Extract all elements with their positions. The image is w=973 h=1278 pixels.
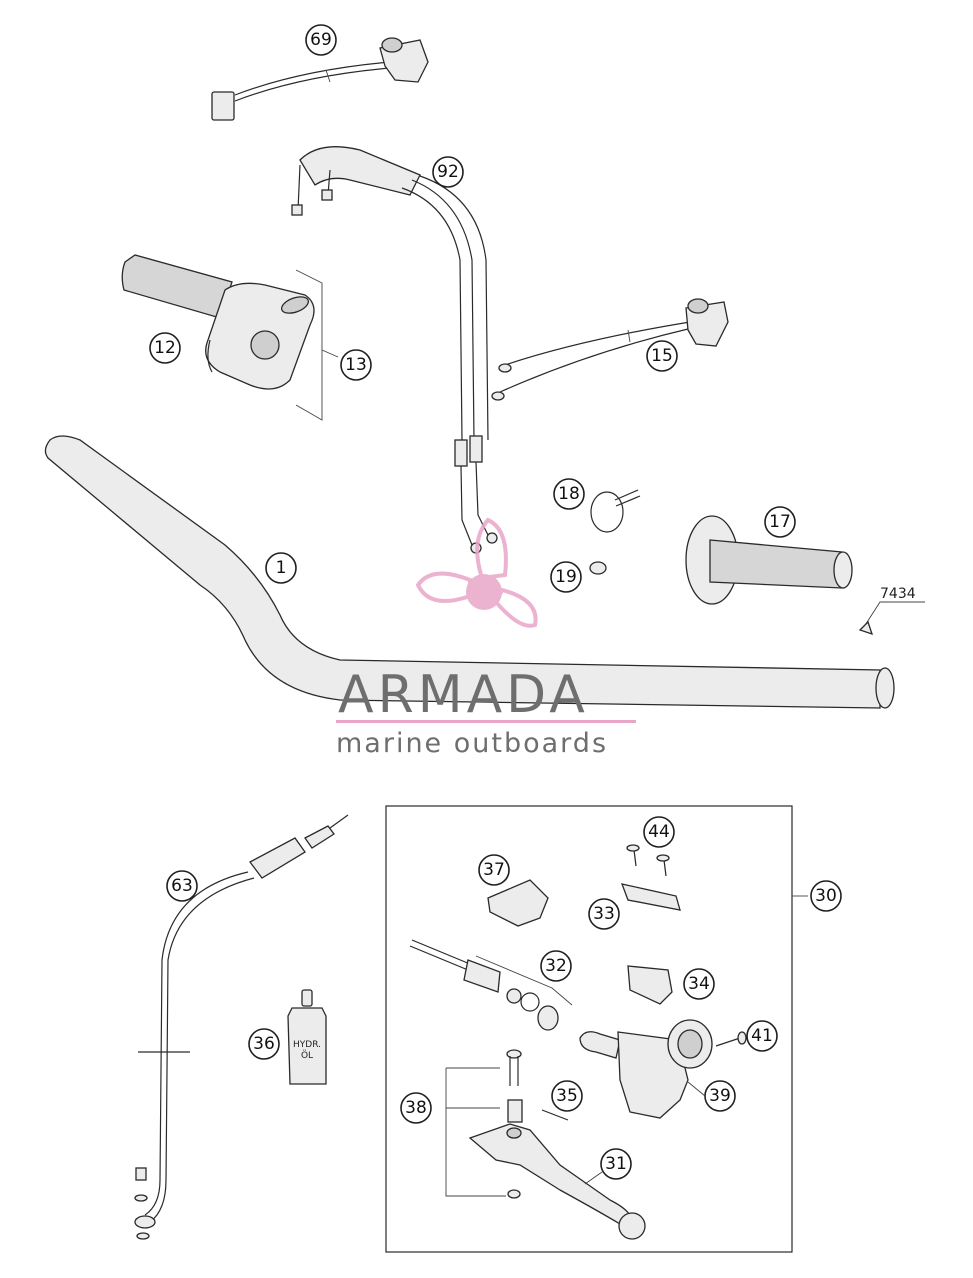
bottle-label-line1: HYDR.: [293, 1040, 321, 1050]
callout-34: 34: [683, 968, 715, 1000]
callout-label: 13: [345, 355, 367, 375]
callout-44: 44: [643, 816, 675, 848]
watermark: ARMADA marine outboards: [336, 517, 636, 759]
part-92-throttle-cables: [291, 146, 498, 554]
watermark-rule: [336, 720, 636, 723]
part-69-switch: [211, 37, 429, 121]
part-63-brake-hose: [134, 814, 349, 1240]
callout-37: 37: [478, 854, 510, 886]
callout-69: 69: [305, 24, 337, 56]
reference-number: 7434: [880, 586, 916, 602]
watermark-title: ARMADA: [338, 665, 589, 725]
reference-7434: 7434: [858, 586, 925, 636]
callout-39: 39: [704, 1080, 736, 1112]
callout-1: 1: [265, 552, 297, 584]
callout-label: 33: [593, 904, 615, 924]
callout-17: 17: [764, 506, 796, 538]
leader-31: [584, 1171, 603, 1185]
callout-30: 30: [810, 880, 842, 912]
callout-label: 37: [483, 860, 505, 880]
part-36-oil-bottle: HYDR. ÖL: [287, 989, 327, 1085]
callout-label: 63: [171, 876, 193, 896]
callout-92: 92: [432, 156, 464, 188]
callout-label: 15: [651, 346, 673, 366]
callout-label: 30: [815, 886, 837, 906]
callout-19: 19: [550, 561, 582, 593]
part-33-reservoir-cover: [620, 883, 681, 911]
part-13-bracket-lines: [295, 269, 339, 421]
part-44-screws: [626, 844, 670, 877]
part-38-pivot-bolt: [445, 1049, 523, 1199]
part-41-screw: [715, 1031, 747, 1047]
callout-label: 18: [558, 484, 580, 504]
part-12-throttle-grip: [121, 254, 315, 390]
part-37-clamp: [487, 879, 549, 927]
part-30-assembly-frame: [385, 805, 808, 1253]
callout-18: 18: [553, 478, 585, 510]
callout-label: 34: [688, 974, 710, 994]
callout-33: 33: [588, 898, 620, 930]
callout-41: 41: [746, 1020, 778, 1052]
leader-39: [687, 1081, 706, 1097]
bottle-label-line2: ÖL: [301, 1050, 313, 1061]
propeller-icon: [415, 517, 538, 628]
part-1-handlebar: [44, 435, 895, 709]
callout-label: 39: [709, 1086, 731, 1106]
part-19-nut: [589, 561, 607, 575]
part-15-switch: [491, 298, 729, 401]
callout-63: 63: [166, 870, 198, 902]
callout-31: 31: [600, 1148, 632, 1180]
callout-32: 32: [540, 950, 572, 982]
callout-label: 69: [310, 30, 332, 50]
callout-label: 1: [276, 558, 287, 578]
part-35-spring: [541, 1109, 569, 1121]
callout-label: 35: [556, 1086, 578, 1106]
callout-label: 44: [648, 822, 670, 842]
callout-label: 32: [545, 956, 567, 976]
callout-label: 41: [751, 1026, 773, 1046]
callout-15: 15: [646, 340, 678, 372]
callout-label: 19: [555, 567, 577, 587]
callout-label: 12: [154, 338, 176, 358]
part-18-cable-tie: [590, 489, 641, 533]
callout-label: 17: [769, 512, 791, 532]
watermark-subtitle: marine outboards: [336, 728, 608, 759]
callout-label: 36: [253, 1034, 275, 1054]
callout-36: 36: [248, 1028, 280, 1060]
callout-label: 38: [405, 1098, 427, 1118]
part-32-piston-kit: [409, 939, 573, 1031]
callout-13: 13: [340, 349, 372, 381]
callout-35: 35: [551, 1080, 583, 1112]
part-39-master-cylinder: [579, 1019, 713, 1119]
part-31-brake-lever: [468, 1123, 646, 1240]
callout-label: 92: [437, 162, 459, 182]
callout-label: 31: [605, 1154, 627, 1174]
part-34-diaphragm: [627, 965, 673, 1005]
callout-12: 12: [149, 332, 181, 364]
part-17-left-grip: [685, 515, 853, 605]
callout-38: 38: [400, 1092, 432, 1124]
